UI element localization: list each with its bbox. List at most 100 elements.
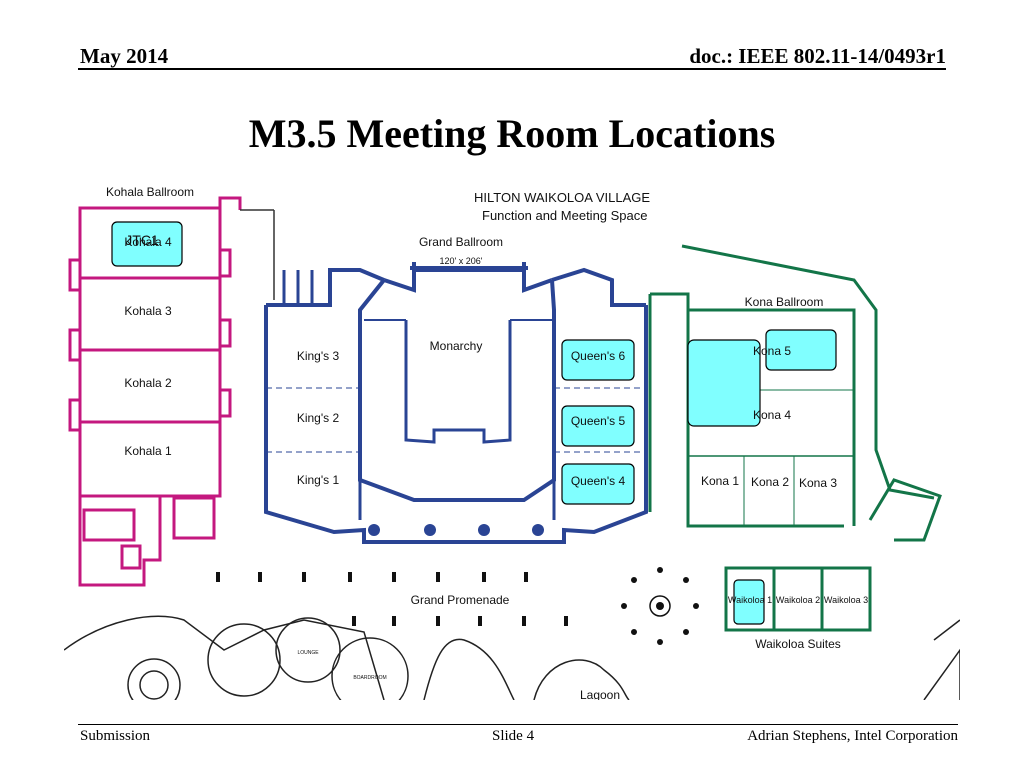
kohala-corridor (218, 196, 242, 210)
kohala-corridor-lines (240, 209, 275, 300)
footer-author: Adrian Stephens, Intel Corporation (747, 728, 958, 744)
footer-slide-number: Slide 4 (492, 728, 535, 744)
room-kings-3: King's 3 (297, 349, 340, 363)
grand-north-wall (383, 268, 553, 293)
fountain-core (656, 602, 664, 610)
jtc1-annotation: JTC1 (125, 232, 159, 248)
kohala-door-1 (68, 258, 82, 292)
room-kohala-1: Kohala 1 (124, 444, 172, 458)
sketch-lagoon-edge-1 (423, 638, 515, 700)
waikoloa-outer-wall (724, 566, 872, 632)
fountain-dot-8 (631, 577, 637, 583)
kohala-door-3 (68, 398, 82, 432)
slide-title: M3.5 Meeting Room Locations (248, 111, 776, 156)
floor-plan-diagram: HILTON WAIKOLOA VILLAGE Function and Mee… (64, 185, 960, 700)
fountain-dot-2 (683, 577, 689, 583)
kohala-door-6 (218, 388, 232, 418)
sketch-outline-1 (64, 615, 385, 700)
venue-title: HILTON WAIKOLOA VILLAGE (474, 190, 650, 205)
fountain-dot-6 (631, 629, 637, 635)
footer-submission: Submission (80, 728, 151, 744)
kohala-door-2 (68, 328, 82, 362)
highlight-kona-5 (765, 329, 837, 371)
room-waikoloa-1: Waikoloa 1 (728, 595, 772, 605)
grand-north-west-wall (266, 268, 385, 307)
room-kings-2: King's 2 (297, 411, 340, 425)
venue-subtitle: Function and Meeting Space (482, 208, 648, 223)
fountain-dot-3 (693, 603, 699, 609)
fountain-dot-1 (657, 567, 663, 573)
header-date: May 2014 (80, 44, 169, 68)
header-rule (78, 68, 946, 70)
promenade-markers (216, 572, 568, 626)
highlight-kohala-4 (111, 221, 183, 267)
grand-column-2 (424, 524, 436, 536)
grand-ballroom-area (264, 262, 648, 544)
lower-level-sketch (64, 615, 960, 700)
header-doc-id: doc.: IEEE 802.11-14/0493r1 (689, 44, 946, 68)
room-kona-1: Kona 1 (701, 474, 739, 488)
footer-rule (78, 724, 958, 725)
sketch-east-corner (923, 648, 960, 700)
waikoloa-suites-label: Waikoloa Suites (755, 637, 841, 651)
grand-column-1 (368, 524, 380, 536)
room-queens-5: Queen's 5 (571, 414, 626, 428)
room-kings-1: King's 1 (297, 473, 340, 487)
kohala-service-wing (78, 496, 162, 587)
grand-column-4 (532, 524, 544, 536)
room-waikoloa-3: Waikoloa 3 (824, 595, 868, 605)
sketch-rotunda-1-inner (139, 670, 169, 700)
sketch-boardroom (331, 637, 409, 700)
highlight-queens-5 (561, 405, 635, 447)
kohala-service-room-1 (82, 508, 136, 542)
kohala-service-room-2 (120, 544, 142, 570)
grand-ballroom-label: Grand Ballroom (419, 235, 503, 249)
fountain-center (649, 595, 671, 617)
room-queens-6: Queen's 6 (571, 349, 626, 363)
diagram-labels: HILTON WAIKOLOA VILLAGE Function and Mee… (106, 185, 868, 700)
sketch-lagoon-edge-2 (533, 659, 630, 700)
kohala-ballroom-label: Kohala Ballroom (106, 185, 194, 199)
kohala-door-4 (218, 248, 232, 278)
grand-columns (368, 524, 544, 536)
fountain (621, 567, 699, 645)
room-monarchy: Monarchy (430, 339, 483, 353)
waikoloa-suites-area (724, 566, 872, 632)
sketch-lounge (275, 617, 341, 683)
room-kohala-4: Kohala 4 (124, 235, 172, 249)
room-boardroom: BOARDROOM (353, 675, 386, 681)
highlight-waikoloa-1 (733, 579, 765, 625)
kona-inner-wall (688, 308, 856, 526)
grand-outer-wall (264, 305, 648, 544)
kona-east-wall (681, 244, 935, 500)
sketch-east-line (933, 619, 960, 641)
kohala-door-5 (218, 318, 232, 348)
grand-ballroom-size: 120' x 206' (440, 256, 483, 266)
room-kona-2: Kona 2 (751, 475, 789, 489)
kohala-ballroom-area (68, 196, 242, 587)
grand-north-east-wall (551, 267, 646, 307)
highlight-queens-6 (561, 339, 635, 381)
room-kohala-3: Kohala 3 (124, 304, 172, 318)
room-kona-5: Kona 5 (753, 344, 791, 358)
kohala-stair (172, 496, 216, 540)
highlight-kona-4 (687, 339, 761, 427)
kona-service-wing (868, 478, 942, 542)
room-kohala-2: Kohala 2 (124, 376, 172, 390)
fountain-dot-4 (683, 629, 689, 635)
room-queens-4: Queen's 4 (571, 474, 626, 488)
monarchy-wall (404, 320, 512, 444)
grand-inner-wall (358, 278, 556, 502)
grand-dividers (266, 387, 646, 453)
fountain-dot-5 (657, 639, 663, 645)
fountain-dot-7 (621, 603, 627, 609)
kona-ballroom-label: Kona Ballroom (745, 295, 824, 309)
room-kona-4: Kona 4 (753, 408, 791, 422)
room-waikoloa-2: Waikoloa 2 (776, 595, 820, 605)
sketch-rotunda-2 (207, 623, 281, 697)
lagoon-label: Lagoon (580, 688, 620, 700)
room-lounge: LOUNGE (297, 650, 319, 656)
highlight-queens-4 (561, 463, 635, 505)
grand-column-3 (478, 524, 490, 536)
grand-promenade-label: Grand Promenade (411, 593, 510, 607)
